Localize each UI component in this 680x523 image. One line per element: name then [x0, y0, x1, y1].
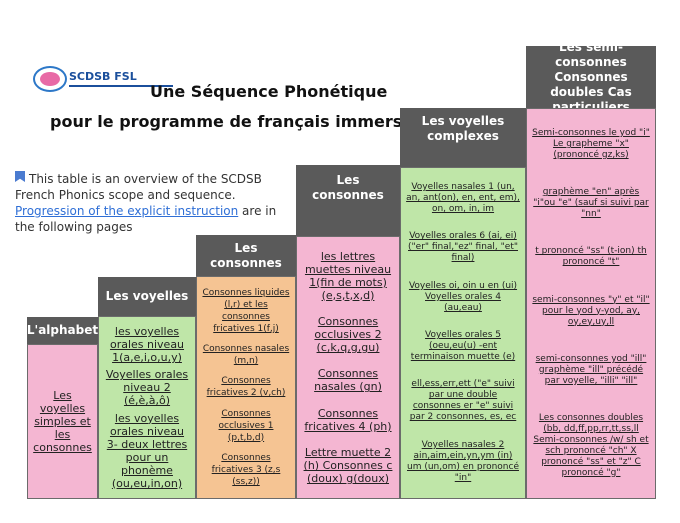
column-header-voyelles: Les voyelles [98, 277, 196, 316]
list-item[interactable]: Voyelles orales 5 (oeu,eu(u) -ent termin… [410, 330, 516, 363]
bookmark-icon [15, 171, 25, 182]
list-item[interactable]: Consonnes fricatives 4 (ph) [304, 406, 392, 433]
list-item[interactable]: les voyelles orales niveau 1(a,e,i,o,u,y… [109, 325, 185, 365]
list-item[interactable]: Voyelles nasales 2 ain,aim,ein,yn,ym (in… [407, 439, 519, 483]
column-header-semi-consonnes: Les semi-consonnes Consonnes doubles Cas… [526, 40, 656, 114]
list-item[interactable]: t prononcé "ss" (t-ion) th prononcé "t" [535, 246, 647, 268]
column-voyelles: les voyelles orales niveau 1(a,e,i,o,u,y… [98, 316, 196, 499]
column-consonnes-1: Consonnes liquides (l,r) et les consonne… [196, 276, 296, 499]
logo-text: SCDSB FSL [69, 70, 137, 83]
column-header-consonnes-1: Les consonnes [196, 235, 296, 276]
page-title-line1: Une Séquence Phonétique [150, 82, 388, 101]
list-item[interactable]: Consonnes nasales (m,n) [202, 344, 290, 367]
column-consonnes-2: les lettres muettes niveau 1(fin de mots… [296, 236, 400, 499]
note-text-1: This table is an overview of the SCDSB F… [15, 172, 262, 202]
column-alphabet: Les voyelles simples et les consonnes [27, 344, 98, 499]
note-text-2: are in the following pages [15, 204, 277, 234]
list-item[interactable]: semi-consonnes yod "ill" graphème "ill" … [535, 353, 647, 386]
list-item[interactable]: les lettres muettes niveau 1(fin de mots… [304, 249, 392, 302]
scdsb-logo: SCDSB FSL [33, 66, 173, 92]
overview-note: This table is an overview of the SCDSB F… [15, 171, 295, 235]
list-item[interactable]: semi-consonnes "y" et "il" pour le yod y… [532, 294, 650, 327]
list-item[interactable]: Semi-consonnes le yod "i" Le grapheme "x… [532, 128, 650, 161]
list-item[interactable]: ell,ess,err,ett ("e" suivi par une doubl… [409, 379, 517, 423]
page-title-line2: pour le programme de français immersion [50, 112, 431, 131]
list-item[interactable]: Consonnes nasales (gn) [314, 367, 382, 394]
list-item[interactable]: Les consonnes doubles (bb, dd,ff,pp,rr,t… [533, 412, 649, 478]
column-header-consonnes-2: Les consonnes [296, 165, 400, 236]
list-item[interactable]: Lettre muette 2 (h) Consonnes c (doux) g… [303, 446, 393, 486]
logo-underline [69, 85, 173, 87]
column-voyelles-complexes: Voyelles nasales 1 (un, an, ant(on), en,… [400, 167, 526, 499]
list-item[interactable]: Consonnes occlusives 1 (p,t,b,d) [218, 408, 274, 443]
list-item[interactable]: Voyelles orales niveau 2 (é,è,à,ô) [105, 368, 189, 408]
progression-link[interactable]: Progression of the explicit instruction [15, 204, 239, 218]
list-item[interactable]: Les voyelles simples et les consonnes [33, 389, 92, 454]
list-item[interactable]: Voyelles orales 6 (ai, ei) ("er" final,"… [408, 231, 518, 264]
list-item[interactable]: Consonnes fricatives 3 (z,s (ss,z)) [211, 452, 281, 487]
list-item[interactable]: Consonnes liquides (l,r) et les consonne… [202, 288, 290, 335]
column-header-alphabet: L'alphabet [27, 317, 98, 344]
list-item[interactable]: les voyelles orales niveau 3- deux lettr… [106, 411, 188, 490]
list-item[interactable]: Voyelles nasales 1 (un, an, ant(on), en,… [406, 182, 520, 215]
column-semi-consonnes: Semi-consonnes le yod "i" Le grapheme "x… [526, 108, 656, 499]
list-item[interactable]: Consonnes fricatives 2 (v,ch) [206, 376, 286, 399]
list-item[interactable]: graphème "en" après "i"ou "e" (sauf si s… [533, 187, 649, 220]
list-item[interactable]: Consonnes occlusives 2 (c,k,q,g,gu) [314, 315, 382, 355]
list-item[interactable]: Voyelles oi, oin u en (ui) Voyelles oral… [408, 280, 518, 313]
scdsb-logo-icon [33, 66, 67, 92]
column-header-voyelles-complexes: Les voyelles complexes [400, 108, 526, 167]
